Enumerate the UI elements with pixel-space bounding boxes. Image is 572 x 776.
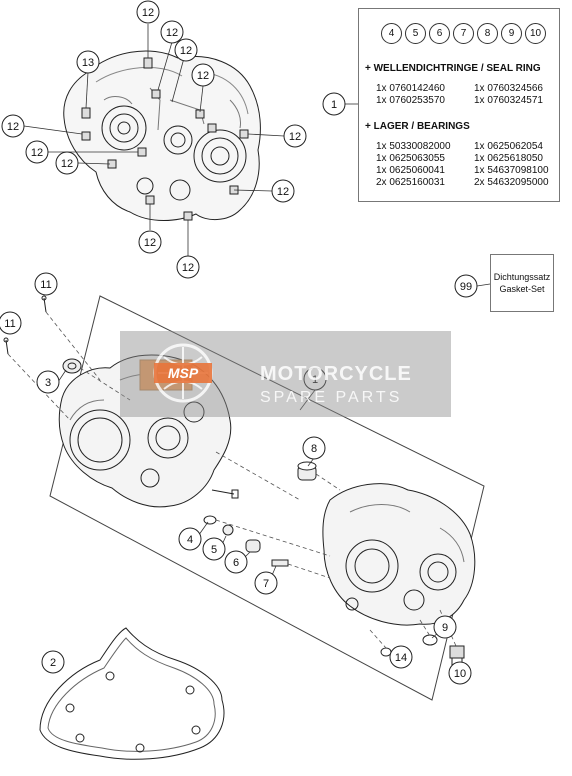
watermark-subtitle: SPARE PARTS bbox=[260, 389, 403, 406]
seal-9 bbox=[422, 634, 438, 646]
top-view-leaders bbox=[23, 24, 285, 256]
ref-number: 7 bbox=[453, 23, 474, 44]
callout-1: 1 bbox=[312, 374, 318, 386]
screws-11 bbox=[3, 295, 239, 499]
callout-circles bbox=[0, 0, 478, 685]
bearing-3 bbox=[62, 358, 82, 374]
callout-5: 5 bbox=[211, 544, 217, 556]
callout-12: 12 bbox=[144, 237, 156, 249]
bearing-parts: 1x 50330082000 1x 0625062054 1x 06250630… bbox=[376, 141, 566, 189]
callout-12: 12 bbox=[182, 262, 194, 274]
bearings-title: + LAGER / BEARINGS bbox=[365, 121, 470, 132]
callout-12: 12 bbox=[166, 27, 178, 39]
msp-logo-icon: MSP bbox=[153, 343, 213, 403]
seal-parts-4-5-6 bbox=[203, 515, 261, 553]
part-number: 1x 0625062054 bbox=[474, 141, 543, 152]
callout-12: 12 bbox=[142, 7, 154, 19]
watermark-title: MOTORCYCLE bbox=[260, 363, 412, 385]
parts-info-box: 4 5 6 7 8 9 10 + WELLENDICHTRINGE / SEAL… bbox=[358, 8, 560, 202]
ring-14 bbox=[380, 647, 392, 657]
part-number: 1x 54637098100 bbox=[474, 165, 549, 176]
ref-number: 4 bbox=[381, 23, 402, 44]
gasket-set-box: Dichtungssatz Gasket-Set bbox=[490, 254, 554, 312]
callout-12: 12 bbox=[197, 70, 209, 82]
part-number: 1x 0760324566 bbox=[474, 83, 543, 94]
gasket-set-label-en: Gasket-Set bbox=[499, 284, 545, 294]
callout-12: 12 bbox=[31, 147, 43, 159]
seal-ring-parts: 1x 0760142460 1x 0760324566 1x 076025357… bbox=[376, 83, 566, 107]
callout-1: 1 bbox=[331, 99, 337, 111]
callout-6: 6 bbox=[233, 557, 239, 569]
callout-99: 99 bbox=[460, 281, 472, 293]
ref-number: 8 bbox=[477, 23, 498, 44]
callout-3: 3 bbox=[45, 377, 51, 389]
watermark: MSP MOTORCYCLE SPARE PARTS bbox=[120, 331, 451, 417]
part-number: 1x 0625063055 bbox=[376, 153, 445, 164]
callout-12: 12 bbox=[277, 186, 289, 198]
part-number: 1x 0760142460 bbox=[376, 83, 445, 94]
callout-12: 12 bbox=[180, 45, 192, 57]
callout-11: 11 bbox=[40, 279, 51, 291]
part-number: 2x 54632095000 bbox=[474, 177, 549, 188]
callout-4: 4 bbox=[187, 534, 193, 546]
svg-text:MSP: MSP bbox=[168, 365, 199, 381]
part-number: 1x 50330082000 bbox=[376, 141, 451, 152]
callout-12: 12 bbox=[289, 131, 301, 143]
part-number: 1x 0760324571 bbox=[474, 95, 543, 106]
callout-2: 2 bbox=[50, 657, 56, 669]
callout-12: 12 bbox=[61, 158, 73, 170]
bearing-8 bbox=[297, 461, 317, 481]
callout-12: 12 bbox=[7, 121, 19, 133]
ref-number-list: 4 5 6 7 8 9 10 bbox=[381, 23, 546, 44]
seal-ring-title: + WELLENDICHTRINGE / SEAL RING bbox=[365, 63, 541, 74]
part-number: 2x 0625160031 bbox=[376, 177, 445, 188]
pin-7 bbox=[271, 559, 289, 567]
ref-number: 6 bbox=[429, 23, 450, 44]
callout-13: 13 bbox=[82, 57, 94, 69]
callout-11: 11 bbox=[4, 318, 15, 330]
callout-10: 10 bbox=[454, 668, 466, 680]
callout-14: 14 bbox=[395, 652, 407, 664]
ref-number: 9 bbox=[501, 23, 522, 44]
callout-7: 7 bbox=[263, 578, 269, 590]
crankcase-top-view bbox=[63, 50, 261, 221]
right-crankcase-half bbox=[322, 483, 476, 626]
callout-9: 9 bbox=[442, 622, 448, 634]
part-number: 1x 0760253570 bbox=[376, 95, 445, 106]
part-number: 1x 0625618050 bbox=[474, 153, 543, 164]
gasket-set-label-de: Dichtungssatz bbox=[493, 272, 551, 282]
ref-number: 5 bbox=[405, 23, 426, 44]
callout-8: 8 bbox=[311, 443, 317, 455]
part-number: 1x 0625060041 bbox=[376, 165, 445, 176]
ref-number: 10 bbox=[525, 23, 546, 44]
gasket-part bbox=[39, 627, 225, 760]
